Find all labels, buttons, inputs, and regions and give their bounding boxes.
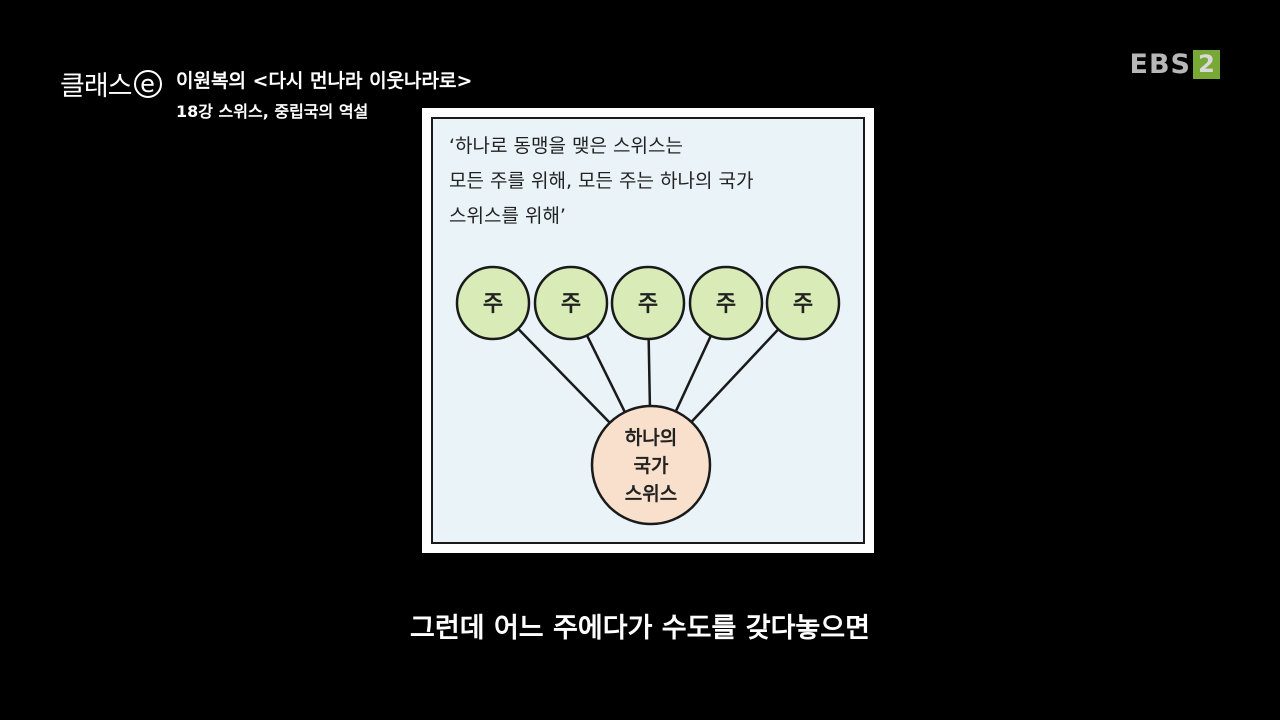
state-node-circle <box>533 265 609 341</box>
diagram-canvas: ‘하나로 동맹을 맺은 스위스는 모든 주를 위해, 모든 주는 하나의 국가 … <box>431 117 865 544</box>
state-node-label: 주 <box>793 292 813 317</box>
quote-line-1: ‘하나로 동맹을 맺은 스위스는 <box>449 135 683 157</box>
center-node-circle <box>590 404 712 526</box>
diagram-quote: ‘하나로 동맹을 맺은 스위스는 모든 주를 위해, 모든 주는 하나의 국가 … <box>449 129 753 234</box>
state-node-circle <box>688 265 764 341</box>
state-node-circle <box>765 265 841 341</box>
state-node-circle <box>610 265 686 341</box>
channel-logo: EBS 2 <box>1130 49 1220 80</box>
state-node-circle <box>455 265 531 341</box>
center-node-label: 국가 <box>634 455 669 477</box>
center-node-label: 하나의 <box>625 427 677 449</box>
subtitle-caption: 그런데 어느 주에다가 수도를 갖다놓으면 <box>410 613 870 644</box>
brand-e-icon: e <box>133 69 162 98</box>
channel-number: 2 <box>1193 50 1220 79</box>
channel-name: EBS <box>1129 49 1191 80</box>
connector-line <box>585 334 626 413</box>
state-node-label: 주 <box>483 292 503 317</box>
program-title: 이원복의 <다시 먼나라 이웃나라로> <box>176 70 473 92</box>
episode-title: 18강 스위스, 중립국의 역설 <box>176 102 369 121</box>
quote-line-2: 모든 주를 위해, 모든 주는 하나의 국가 <box>449 170 754 192</box>
state-node-label: 주 <box>638 292 658 317</box>
program-brand-logo: 클래스 e <box>60 64 162 103</box>
center-node-label: 스위스 <box>625 483 677 505</box>
connector-line <box>517 327 611 424</box>
connector-line <box>647 338 652 407</box>
connector-line <box>690 328 780 423</box>
quote-line-3: 스위스를 위해’ <box>449 205 566 227</box>
state-node-label: 주 <box>561 292 581 317</box>
connector-line <box>674 335 713 412</box>
diagram-panel: ‘하나로 동맹을 맺은 스위스는 모든 주를 위해, 모든 주는 하나의 국가 … <box>422 108 874 553</box>
state-node-label: 주 <box>716 292 736 317</box>
connector-lines <box>517 327 780 424</box>
brand-name: 클래스 <box>60 71 133 102</box>
